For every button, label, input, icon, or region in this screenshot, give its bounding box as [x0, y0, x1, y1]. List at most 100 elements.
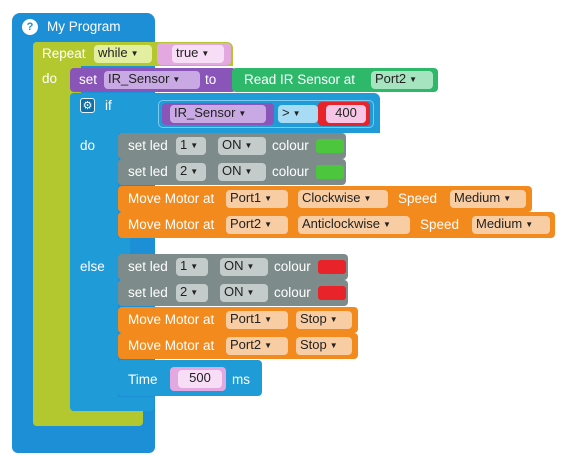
motor-direction-dropdown[interactable]: Anticlockwise▼: [298, 216, 410, 234]
compare-variable-dropdown[interactable]: IR_Sensor▼: [170, 105, 266, 123]
led-state: ON: [222, 137, 242, 152]
led-state: ON: [224, 284, 244, 299]
chevron-down-icon: ▼: [130, 49, 139, 58]
set-label: set: [79, 72, 98, 87]
move-motor-label: Move Motor at: [128, 312, 215, 327]
chevron-down-icon: ▼: [264, 220, 272, 229]
motor-port: Port2: [230, 216, 262, 231]
chevron-down-icon: ▼: [201, 49, 210, 58]
colour-label: colour: [272, 138, 309, 153]
motor-port: Port1: [230, 311, 262, 326]
time-value: 500: [189, 370, 211, 385]
led-number-dropdown[interactable]: 1▼: [176, 258, 208, 276]
led-state: ON: [222, 163, 242, 178]
motor-speed: Medium: [454, 190, 501, 205]
colour-label: colour: [272, 164, 309, 179]
read-port-dropdown[interactable]: Port2▼: [371, 71, 433, 89]
led-state-dropdown[interactable]: ON▼: [218, 137, 266, 155]
variable-dropdown[interactable]: IR_Sensor▼: [104, 71, 200, 89]
set-led-label: set led: [128, 285, 168, 300]
if-footer: [70, 397, 154, 411]
led-number-dropdown[interactable]: 2▼: [176, 284, 208, 302]
chevron-down-icon: ▼: [190, 167, 199, 176]
move-motor-label: Move Motor at: [128, 191, 215, 206]
led-colour-swatch-green[interactable]: [316, 165, 344, 179]
motor-port-dropdown[interactable]: Port2▼: [226, 337, 288, 355]
if-do-label: do: [80, 138, 96, 153]
chevron-down-icon: ▼: [244, 141, 253, 150]
read-port-value: Port2: [375, 71, 407, 86]
repeat-do-label: do: [42, 71, 58, 86]
colour-label: colour: [274, 259, 311, 274]
chevron-down-icon: ▼: [246, 262, 255, 271]
chevron-down-icon: ▼: [190, 262, 199, 271]
led-number: 1: [180, 258, 188, 273]
motor-direction-dropdown[interactable]: Stop▼: [296, 337, 352, 355]
chevron-down-icon: ▼: [264, 194, 272, 203]
help-icon[interactable]: ?: [22, 19, 38, 35]
motor-direction: Anticlockwise: [302, 216, 381, 231]
motor-port-dropdown[interactable]: Port1▼: [226, 311, 288, 329]
condition-true-dropdown[interactable]: true▼: [172, 45, 224, 63]
set-led-label: set led: [128, 164, 168, 179]
operator-value: >: [282, 105, 290, 120]
operator-dropdown[interactable]: >▼: [278, 105, 318, 123]
led-colour-swatch-red[interactable]: [318, 260, 346, 274]
move-motor-label: Move Motor at: [128, 338, 215, 353]
chevron-down-icon: ▼: [190, 288, 199, 297]
motor-port-dropdown[interactable]: Port2▼: [226, 216, 288, 234]
chevron-down-icon: ▼: [246, 288, 255, 297]
time-label: Time: [128, 372, 158, 387]
chevron-down-icon: ▼: [383, 220, 391, 229]
repeat-footer: [33, 410, 143, 426]
chevron-down-icon: ▼: [409, 75, 417, 84]
motor-port: Port2: [230, 337, 262, 352]
led-state-dropdown[interactable]: ON▼: [220, 258, 268, 276]
motor-port: Port1: [230, 190, 262, 205]
chevron-down-icon: ▼: [503, 194, 512, 203]
motor-speed: Medium: [476, 216, 523, 231]
led-state-dropdown[interactable]: ON▼: [218, 163, 266, 181]
led-number: 1: [180, 137, 188, 152]
chevron-down-icon: ▼: [238, 109, 247, 118]
motor-direction-dropdown[interactable]: Clockwise▼: [298, 190, 388, 208]
chevron-down-icon: ▼: [264, 315, 272, 324]
motor-speed-dropdown[interactable]: Medium▼: [450, 190, 526, 208]
chevron-down-icon: ▼: [329, 315, 338, 324]
gear-icon[interactable]: ⚙: [80, 98, 95, 113]
repeat-label: Repeat: [42, 46, 86, 61]
speed-label: Speed: [398, 191, 438, 206]
compare-value: 400: [335, 105, 357, 120]
chevron-down-icon: ▼: [525, 220, 534, 229]
help-icon-glyph: ?: [26, 21, 34, 33]
motor-speed-dropdown[interactable]: Medium▼: [472, 216, 550, 234]
repeat-mode-dropdown[interactable]: while▼: [94, 45, 152, 63]
chevron-down-icon: ▼: [190, 141, 199, 150]
time-value-field[interactable]: 500: [178, 370, 222, 388]
chevron-down-icon: ▼: [329, 341, 338, 350]
chevron-down-icon: ▼: [292, 109, 301, 118]
led-colour-swatch-red[interactable]: [318, 286, 346, 300]
motor-direction: Stop: [300, 311, 327, 326]
time-unit: ms: [232, 372, 250, 387]
program-title: My Program: [47, 19, 121, 34]
led-number: 2: [180, 284, 188, 299]
speed-label: Speed: [420, 217, 460, 232]
led-number-dropdown[interactable]: 2▼: [176, 163, 206, 181]
if-label: if: [105, 98, 112, 113]
compare-variable-value: IR_Sensor: [174, 105, 236, 120]
led-number-dropdown[interactable]: 1▼: [176, 137, 206, 155]
motor-port-dropdown[interactable]: Port1▼: [226, 190, 288, 208]
led-state-dropdown[interactable]: ON▼: [220, 284, 268, 302]
colour-label: colour: [274, 285, 311, 300]
else-label: else: [80, 259, 105, 274]
repeat-mode-value: while: [98, 45, 128, 60]
compare-value-field[interactable]: 400: [326, 105, 366, 123]
read-ir-label: Read IR Sensor at: [244, 72, 356, 87]
led-colour-swatch-green[interactable]: [316, 139, 344, 153]
chevron-down-icon: ▼: [172, 75, 181, 84]
led-state: ON: [224, 258, 244, 273]
motor-direction-dropdown[interactable]: Stop▼: [296, 311, 352, 329]
chevron-down-icon: ▼: [244, 167, 253, 176]
condition-value: true: [176, 45, 199, 60]
